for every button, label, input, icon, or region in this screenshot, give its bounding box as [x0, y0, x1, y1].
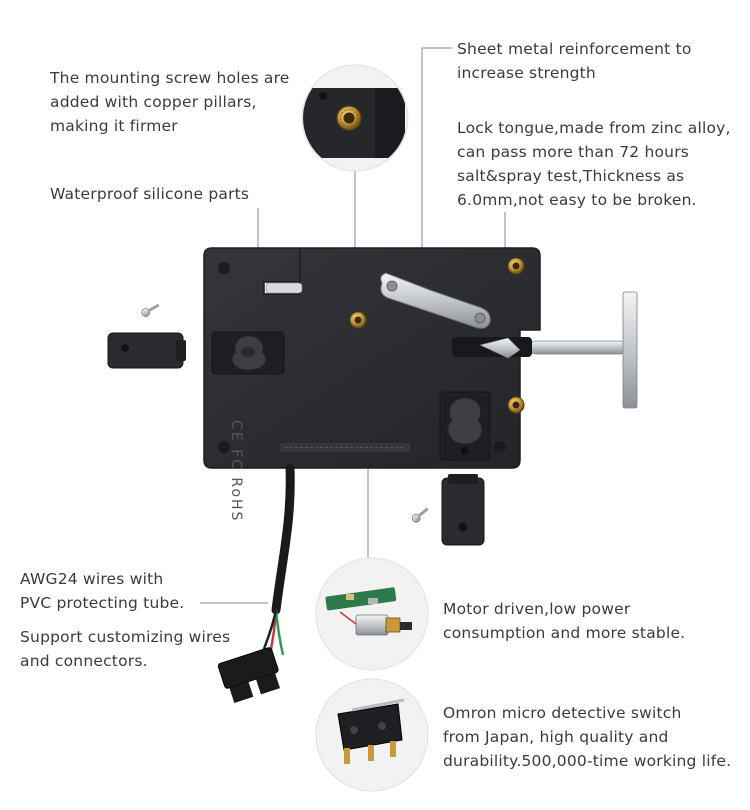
caption-sheet-metal: Sheet metal reinforcement to increase st…: [457, 37, 692, 85]
caption-line: The mounting screw holes are: [50, 69, 290, 87]
leader-sheet-metal: [421, 47, 452, 285]
caption-line: making it firmer: [50, 117, 178, 135]
caption-line: Lock tongue,made from zinc alloy,: [457, 119, 731, 137]
caption-line: Motor driven,low power: [443, 600, 631, 618]
lock-tongue: [529, 291, 638, 409]
caption-line: Sheet metal reinforcement to: [457, 40, 692, 58]
detail-circle-micro-switch: [315, 678, 429, 792]
caption-silicone: Waterproof silicone parts: [50, 182, 249, 206]
caption-line: PVC protecting tube.: [20, 594, 185, 612]
screw-right: [411, 507, 429, 523]
sheet-metal-bracket: [380, 272, 491, 329]
caption-wires: AWG24 wires with PVC protecting tube.: [20, 567, 184, 615]
caption-lock-tongue: Lock tongue,made from zinc alloy, can pa…: [457, 116, 731, 212]
caption-switch: Omron micro detective switch from Japan,…: [443, 701, 731, 773]
caption-line: from Japan, high quality and: [443, 728, 669, 746]
caption-line: salt&spray test,Thickness as: [457, 167, 685, 185]
caption-line: durability.500,000-time working life.: [443, 752, 732, 770]
caption-line: Support customizing wires: [20, 628, 231, 646]
cert-marks: CE FC RoHS: [228, 420, 244, 522]
caption-line: added with copper pillars,: [50, 93, 257, 111]
lock-body: [203, 247, 541, 469]
caption-line: Omron micro detective switch: [443, 704, 682, 722]
caption-line: increase strength: [457, 64, 596, 82]
caption-customize: Support customizing wires and connectors…: [20, 625, 230, 673]
caption-line: and connectors.: [20, 652, 148, 670]
cover-cap-right: [441, 474, 485, 546]
cable-assembly: [217, 463, 295, 703]
cover-cap-left: [107, 332, 186, 369]
caption-mounting-screw: The mounting screw holes are added with …: [50, 66, 290, 138]
caption-line: can pass more than 72 hours: [457, 143, 690, 161]
detail-circle-motor: [315, 557, 429, 671]
caption-line: 6.0mm,not easy to be broken.: [457, 191, 697, 209]
caption-line: AWG24 wires with: [20, 570, 164, 588]
caption-line: Waterproof silicone parts: [50, 185, 250, 203]
caption-line: consumption and more stable.: [443, 624, 686, 642]
detail-circle-copper-pillar: [301, 64, 409, 172]
caption-motor: Motor driven,low power consumption and m…: [443, 597, 685, 645]
screw-left: [141, 303, 160, 317]
